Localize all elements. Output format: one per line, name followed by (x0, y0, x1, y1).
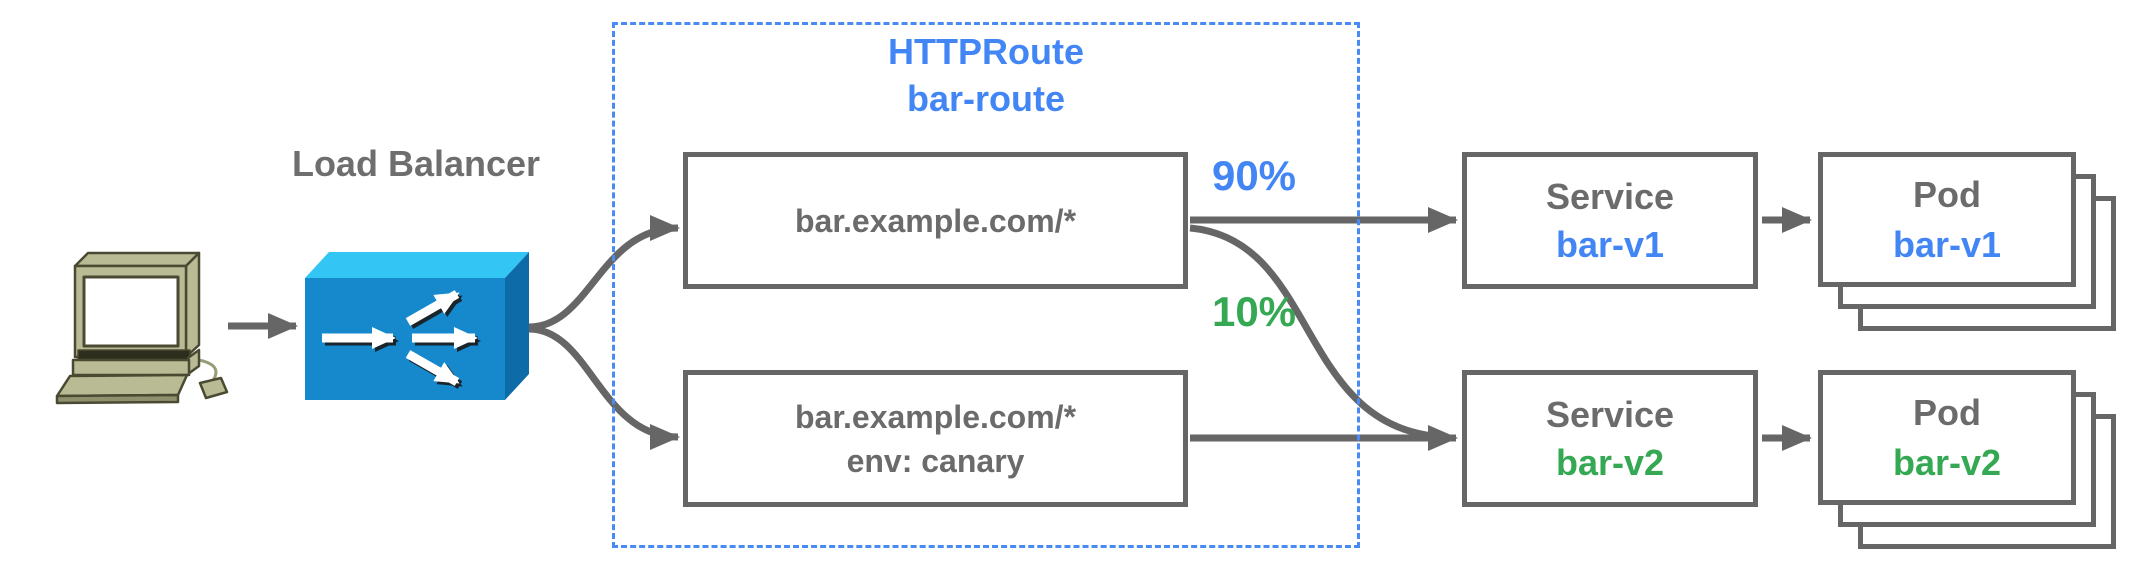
rule-box-canary: bar.example.com/* env: canary (683, 370, 1188, 507)
service-v2-kind-label: Service (1545, 393, 1675, 435)
service-v1-kind-label: Service (1545, 175, 1675, 217)
pod-v1-kind-label: Pod (1913, 173, 1981, 215)
lb-to-rule2-curve (528, 325, 680, 450)
pod-v1-name-label: bar-v1 (1892, 223, 2002, 265)
client-computer-icon (55, 251, 229, 405)
lb-to-rule1-curve (528, 215, 680, 331)
rule1-to-service-v2-curve (1189, 224, 1445, 441)
rule-canary-header-label: env: canary (846, 442, 1025, 479)
load-balancer-icon (305, 252, 529, 400)
rule-box-primary: bar.example.com/* (683, 152, 1188, 289)
weight-10-label: 10% (1211, 288, 1297, 335)
pod-v2-box: Pod bar-v2 (1818, 370, 2076, 505)
pod-v2-kind-label: Pod (1913, 391, 1981, 433)
rule-primary-match-label: bar.example.com/* (794, 202, 1077, 239)
service-v2-name-label: bar-v2 (1555, 441, 1665, 483)
service-v2-box: Service bar-v2 (1462, 370, 1758, 507)
service-v1-box: Service bar-v1 (1462, 152, 1758, 289)
pod-v1-stack: Pod bar-v1 (1818, 152, 2118, 334)
weight-90-label: 90% (1211, 152, 1297, 199)
rule-canary-match-label: bar.example.com/* (794, 398, 1077, 435)
httproute-name-label: bar-route (906, 78, 1065, 119)
load-balancer-label: Load Balancer (291, 143, 541, 184)
httproute-kind-label: HTTPRoute (888, 31, 1084, 72)
httproute-title: HTTPRoute bar-route (786, 28, 1186, 122)
pod-v2-name-label: bar-v2 (1892, 441, 2002, 483)
httproute-boundary (612, 22, 1360, 548)
pod-v2-stack: Pod bar-v2 (1818, 370, 2118, 552)
service-v1-name-label: bar-v1 (1555, 223, 1665, 265)
pod-v1-box: Pod bar-v1 (1818, 152, 2076, 287)
